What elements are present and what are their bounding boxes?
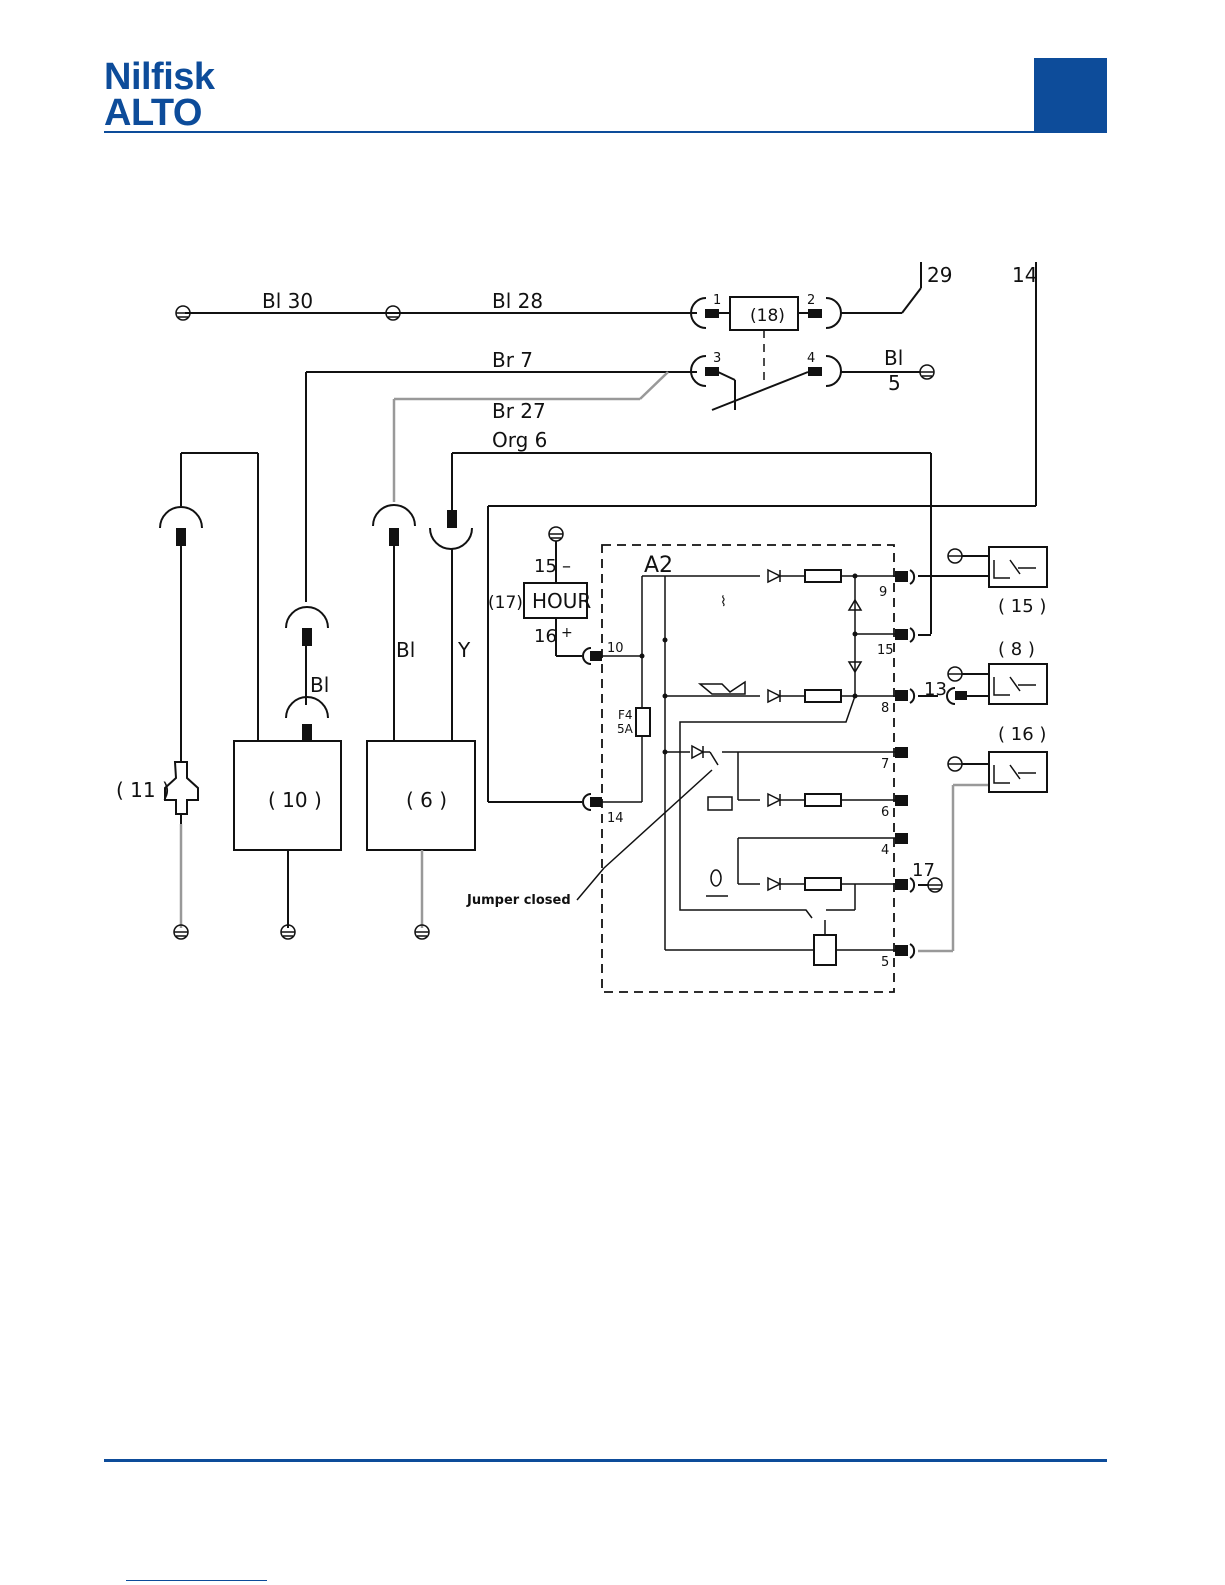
hour-meter-wire-16: 16 [534,626,557,647]
label-wire-14: 14 [1012,263,1037,287]
label-relay-18: (18) [750,306,785,326]
connector-13-label: 13 [924,679,947,700]
hour-meter-minus: – [562,556,571,577]
label-component-8: ( 8 ) [998,639,1035,660]
relay-pin-3: 3 [713,351,721,366]
label-component-6: ( 6 ) [406,788,447,812]
battery-icon [708,797,732,810]
label-wire-bl-10: Bl [310,673,329,697]
label-br7: Br 7 [492,348,533,372]
fuse-label-5a: 5A [617,722,634,736]
ground-symbol [176,306,190,320]
ground-symbol [920,365,934,379]
relay-pin-1: 1 [713,293,721,308]
module-pin-4: 4 [881,843,889,858]
left-components: ( 11 ) ( 10 ) Bl ( 6 ) Bl Y [116,453,475,939]
fuse-f4 [636,708,650,736]
temp-warning-icon: ⌇ [720,594,727,610]
relay-pin-2: 2 [807,293,815,308]
label-component-17: (17) [488,593,523,613]
footer-rule [104,1459,1107,1462]
connector-17-label: 17 [912,860,935,881]
relay-pin-4: 4 [807,351,815,366]
module-pin-6: 6 [881,805,889,820]
module-a2-border [602,545,894,992]
module-pin-10: 10 [607,641,624,656]
sensor-11-symbol [165,762,198,814]
label-component-11: ( 11 ) [116,778,170,802]
oil-can-icon [700,682,745,694]
switch-8-box [989,664,1047,704]
label-wire-29: 29 [927,263,952,287]
label-org6: Org 6 [492,428,547,452]
hour-meter-label: HOUR [532,589,591,613]
footer-link-underline [126,1580,267,1581]
label-bl30: Bl 30 [262,289,313,313]
ground-symbol [948,757,962,771]
switch-15-box [989,547,1047,587]
module-pin-14: 14 [607,811,624,826]
top-wiring: Bl 30 Bl 28 Br 7 Br 27 Org 6 Bl 5 29 14 … [176,262,1037,802]
label-component-10: ( 10 ) [268,788,322,812]
label-bl5-color: Bl [884,346,903,370]
module-pin-7: 7 [881,757,889,772]
label-bl5-num: 5 [888,371,901,395]
hour-meter-wire-15: 15 [534,556,557,577]
label-wire-y: Y [457,638,471,662]
label-bl28: Bl 28 [492,289,543,313]
glow-plug-icon [711,870,721,886]
switch-16-box [989,752,1047,792]
ground-symbol [948,667,962,681]
module-pin-5: 5 [881,955,889,970]
label-component-15: ( 15 ) [998,596,1046,617]
label-component-16: ( 16 ) [998,724,1046,745]
fuse-label-f4: F4 [618,708,633,722]
label-wire-bl-6: Bl [396,638,415,662]
ground-symbol [948,549,962,563]
hour-meter-plus: + [561,625,573,641]
ground-symbol [549,527,563,541]
label-br27: Br 27 [492,399,546,423]
module-a2-label: A2 [644,553,673,578]
module-pin-15: 15 [877,643,894,658]
module-pin-8: 8 [881,701,889,716]
jumper-closed-note: Jumper closed [466,893,571,908]
ground-symbol [386,306,400,320]
module-pin-9: 9 [879,585,887,600]
hour-meter-17: HOUR (17) 15 – 16 + [488,527,591,656]
